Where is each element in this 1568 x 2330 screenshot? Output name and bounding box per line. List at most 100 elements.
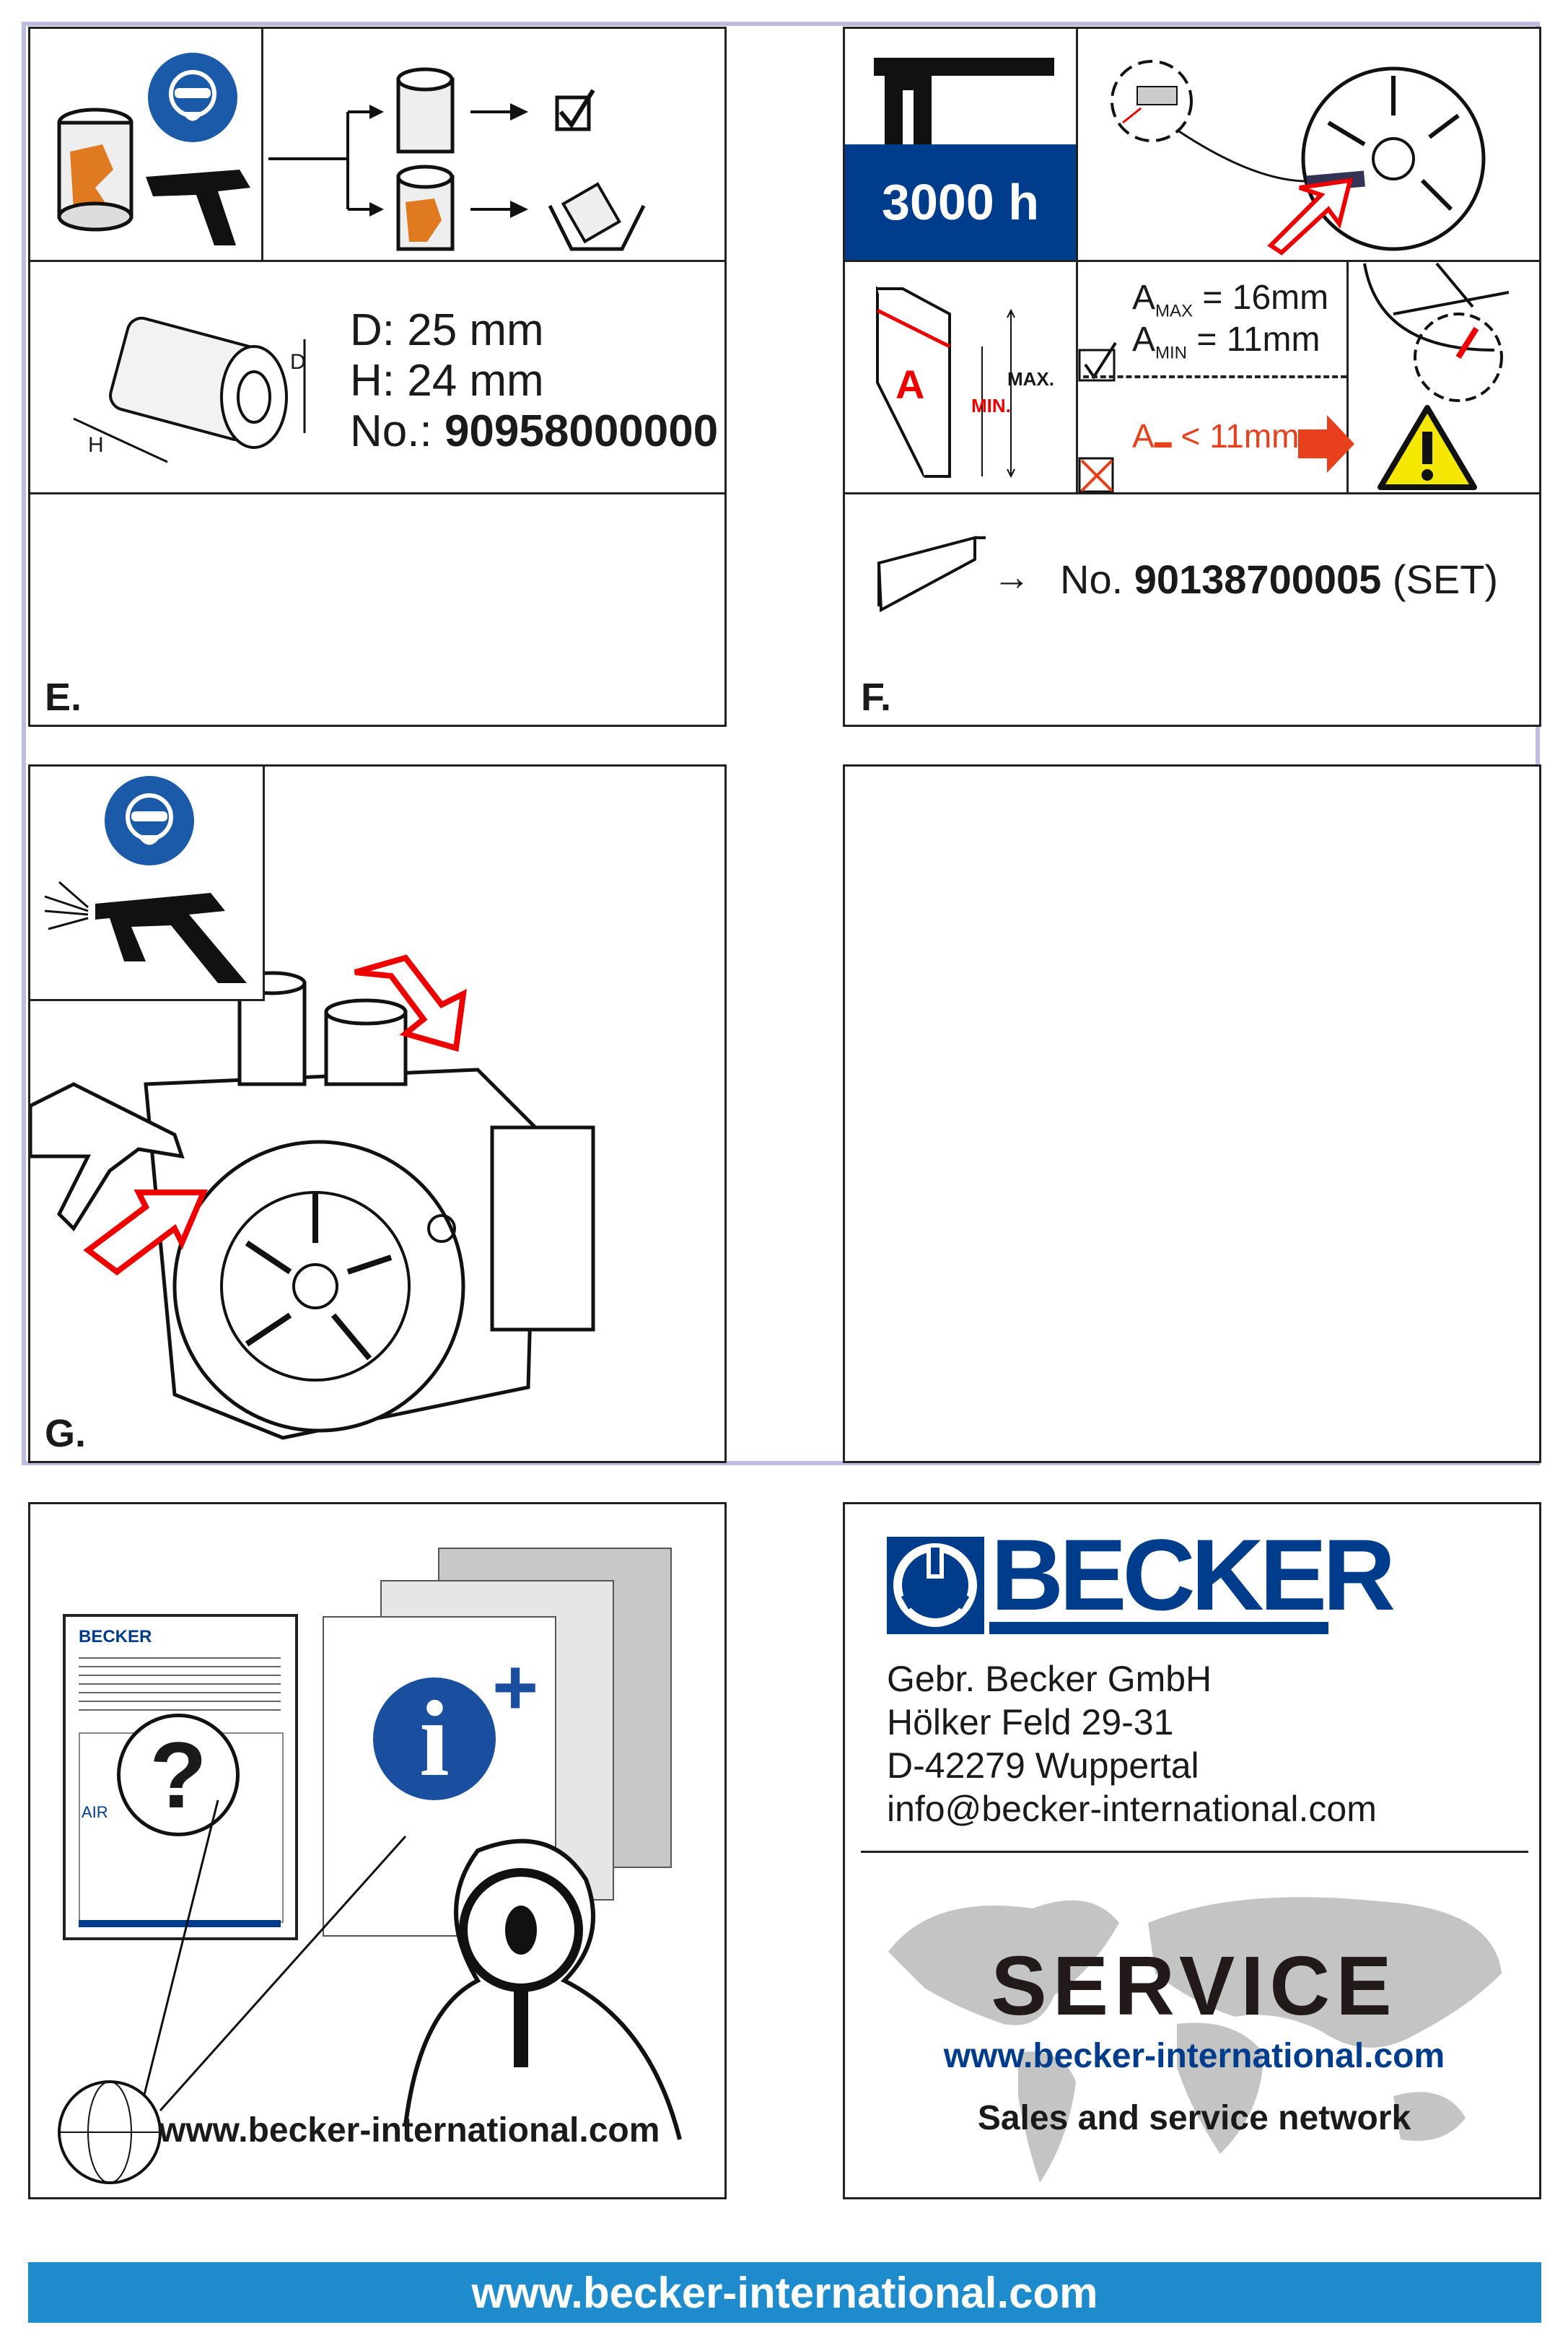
section-frame: [22, 22, 1540, 1465]
panel-e: D H D: 25 mm H: 24 mm No.: 90958000000 E…: [28, 27, 727, 727]
air-gun-icon: [44, 881, 247, 983]
empty-panel: [843, 764, 1541, 1463]
dim-d-label: D: [290, 350, 306, 374]
globe-icon: [58, 2080, 162, 2184]
max-label: MAX.: [1007, 368, 1054, 390]
service-url[interactable]: www.becker-international.com: [943, 2037, 1445, 2075]
divider: [1076, 29, 1078, 492]
manual-panel: BECKER AIR ? i + www.becker-internationa…: [28, 1502, 727, 2199]
panel-f: 3000 h A MAX. MIN. AMAX = 16mm AMIN = 11…: [843, 27, 1541, 727]
part-number-value: 90958000000: [444, 406, 719, 456]
vane-inspection-illustration: [1111, 60, 1486, 256]
service-heading: SERVICE: [991, 1939, 1398, 2033]
arrow-symbol: →: [993, 557, 1030, 598]
becker-logo-text: BECKER: [991, 1518, 1396, 1631]
filter-decision-diagram: [268, 67, 646, 251]
a-min-base: A: [1132, 320, 1156, 359]
air-gun-drawing: [30, 1082, 185, 1231]
vane-set-part-number: No. 90138700005 (SET): [1060, 556, 1498, 603]
a-max-base: A: [1132, 279, 1156, 317]
reader-with-magnifier-illustration: [58, 1799, 682, 2184]
checkbox-ok-icon: [555, 89, 595, 131]
mask-goggles-icon: [148, 53, 237, 142]
manual-text-lines: [79, 1653, 281, 1718]
pump-cleaning-illustration: [30, 954, 595, 1440]
manual-air-label: AIR: [82, 1803, 108, 1821]
divider: [861, 1851, 1528, 1853]
filter-diameter: D: 25 mm: [350, 305, 544, 355]
part-number-prefix: No.:: [350, 406, 444, 456]
section-label-g: G.: [45, 1412, 87, 1455]
company-name: Gebr. Becker GmbH: [887, 1659, 1212, 1699]
vane-set-icon: [877, 536, 986, 613]
logo-underline: [989, 1622, 1328, 1634]
info-icon: i: [373, 1677, 496, 1800]
a-max-value: = 16mm: [1202, 279, 1329, 317]
warning-triangle-icon: [1378, 405, 1477, 490]
a-min-spec: AMIN = 11mm: [1132, 320, 1320, 364]
divider: [1346, 260, 1349, 492]
red-arrow-icon: [354, 954, 467, 1052]
filter-dimension-drawing: [73, 316, 306, 463]
red-pointer-arrow: [1267, 178, 1353, 256]
clean-filter-icon: [396, 67, 455, 154]
dim-h-label: H: [88, 433, 104, 457]
filter-part-number: No.: 90958000000: [350, 406, 718, 457]
min-label: MIN.: [971, 395, 1011, 416]
caliper-small-icon: ▬: [1154, 432, 1172, 452]
interval-value: 3000 h: [882, 174, 1039, 230]
world-map-background: [888, 1897, 1502, 2183]
rotor-detail-drawing: [1363, 262, 1510, 402]
dispose-bin-icon: [548, 182, 646, 251]
divider: [261, 29, 263, 260]
ppe-inset: [30, 767, 265, 1001]
set-suffix: (SET): [1381, 557, 1499, 602]
divider: [845, 492, 1539, 494]
city-address: D-42279 Wuppertal: [887, 1745, 1199, 1786]
panel-g: G.: [28, 764, 727, 1463]
section-label-e: E.: [45, 676, 82, 719]
becker-logo-mark: [887, 1537, 984, 1634]
a-warn-base: A: [1132, 417, 1155, 455]
red-arrow-icon: [83, 1190, 209, 1275]
contact-email[interactable]: info@becker-international.com: [887, 1789, 1377, 1829]
service-network-label: Sales and service network: [977, 2099, 1411, 2137]
a-min-value: = 11mm: [1196, 320, 1320, 359]
part-number-value: 90138700005: [1134, 557, 1382, 602]
red-arrow-icon: [1298, 415, 1354, 473]
info-letter: i: [419, 1679, 450, 1799]
air-gun-icon: [146, 170, 250, 245]
vane-letter-a: A: [895, 362, 925, 407]
section-label-f: F.: [861, 676, 892, 719]
interval-box: 3000 h: [845, 144, 1076, 260]
contact-panel: BECKER Gebr. Becker GmbH Hölker Feld 29-…: [843, 1502, 1541, 2199]
divider: [30, 492, 724, 494]
part-number-prefix: No.: [1060, 557, 1134, 602]
manual-url[interactable]: www.becker-international.com: [159, 2111, 660, 2150]
dirty-filter-icon: [57, 108, 133, 232]
a-max-sub: MAX: [1155, 301, 1193, 321]
filter-height: H: 24 mm: [350, 356, 544, 406]
magnifier-question: ?: [117, 1714, 240, 1836]
dirty-filter-icon: [396, 165, 455, 251]
divider: [845, 260, 1539, 262]
manual-brand: BECKER: [79, 1627, 152, 1646]
question-mark-icon: ?: [149, 1722, 207, 1828]
divider: [30, 260, 724, 262]
manual-footer-bar: [79, 1920, 281, 1927]
filter-cleaning-illustration: [57, 53, 250, 245]
caliper-icon: [874, 58, 1054, 144]
a-warn-value: < 11mm: [1181, 417, 1300, 455]
street-address: Hölker Feld 29-31: [887, 1702, 1174, 1742]
mask-goggles-icon: [105, 776, 194, 865]
footer-url[interactable]: www.becker-international.com: [471, 2268, 1098, 2317]
plus-icon: +: [492, 1643, 539, 1732]
a-max-spec: AMAX = 16mm: [1132, 278, 1328, 322]
check-fail-icon: [1078, 457, 1114, 493]
vane-wear-drawing: [876, 286, 1015, 479]
footer-bar: www.becker-international.com: [28, 2262, 1541, 2323]
dashed-divider: [1083, 375, 1346, 378]
a-min-sub: MIN: [1155, 343, 1188, 363]
pump-body: [144, 971, 595, 1440]
a-warning-spec: A▬ < 11mm: [1132, 416, 1300, 455]
